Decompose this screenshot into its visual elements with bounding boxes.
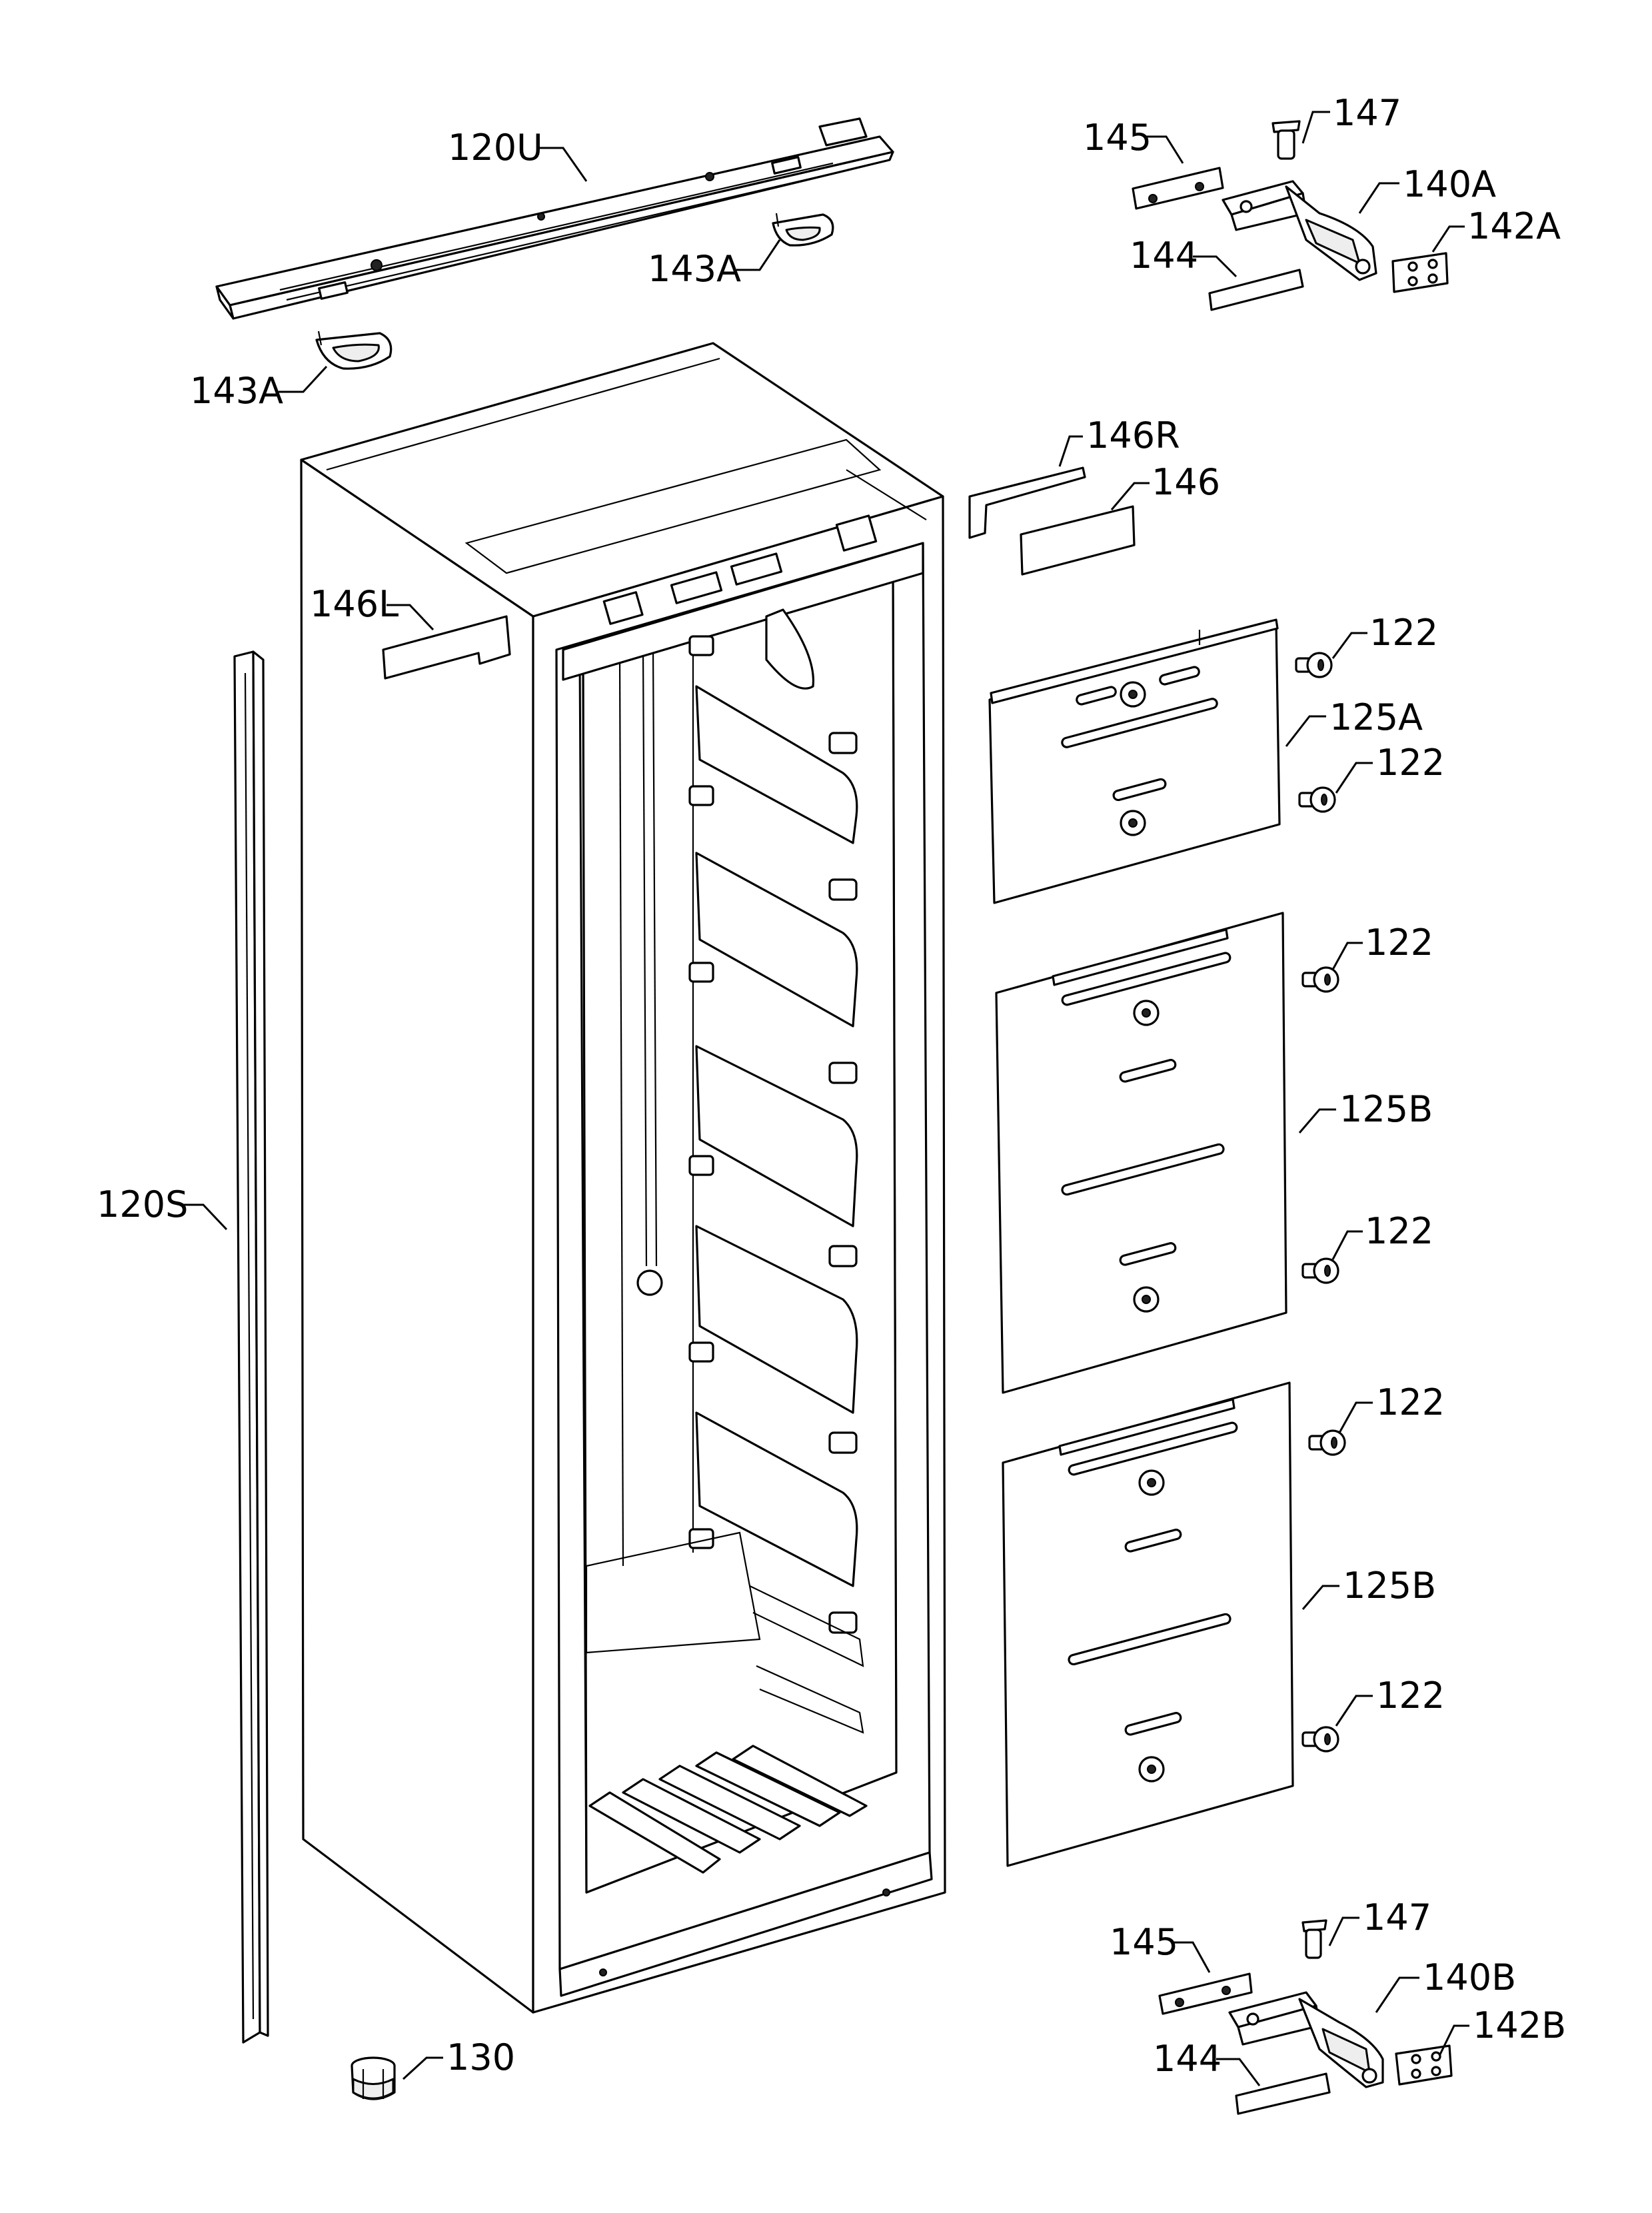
cover-146R: [968, 466, 1086, 539]
side-strip-120S: [233, 650, 269, 2044]
screw-122-f: [1301, 1726, 1339, 1753]
callout-130: 130: [446, 2036, 515, 2078]
top-rail-120U: [215, 117, 894, 320]
callout-labels: 120U 143A 143A 145 147 140A 142A 144 146…: [97, 92, 1566, 2080]
cabinet-body: [300, 342, 946, 2014]
callout-147-top: 147: [1333, 92, 1401, 134]
hinge-assembly-top: [1132, 120, 1449, 311]
callout-120S: 120S: [97, 1183, 188, 1225]
plate-142A: [1391, 252, 1449, 293]
hinge-assembly-bottom: [1158, 1919, 1453, 2115]
door-panel-125A: [988, 618, 1281, 904]
cover-146: [1020, 505, 1136, 576]
callout-143A-top: 143A: [648, 248, 741, 290]
bottom-ribs: [588, 1745, 868, 1874]
leader-lines: [180, 111, 1469, 2086]
callout-146L: 146L: [310, 583, 399, 625]
callout-147-bottom: 147: [1363, 1896, 1431, 1938]
plate-142B: [1395, 2044, 1453, 2086]
plate-145-bottom: [1158, 1972, 1253, 2015]
screw-147-top: [1271, 120, 1301, 160]
clip-143A-top: [772, 213, 834, 247]
callout-122-c: 122: [1365, 922, 1433, 964]
hinge-140B: [1228, 1991, 1384, 2088]
callout-146: 146: [1152, 461, 1220, 503]
callout-125B-upper: 125B: [1339, 1088, 1433, 1130]
callout-122-e: 122: [1376, 1381, 1445, 1423]
callout-140A: 140A: [1403, 163, 1496, 205]
callout-144-top: 144: [1130, 235, 1198, 277]
callout-142A: 142A: [1467, 205, 1561, 247]
callout-125B-lower: 125B: [1343, 1565, 1436, 1607]
screw-147-bottom: [1301, 1919, 1327, 1959]
screw-122-c: [1301, 966, 1339, 993]
callout-122-d: 122: [1365, 1210, 1433, 1252]
screw-122-e: [1308, 1429, 1346, 1456]
callout-122-f: 122: [1376, 1675, 1445, 1717]
callout-146R: 146R: [1086, 414, 1180, 456]
callout-140B: 140B: [1423, 1956, 1516, 1998]
foot-130: [351, 2056, 396, 2100]
door-shelves: [695, 608, 858, 1587]
cover-146L: [382, 615, 511, 680]
callout-143A-left: 143A: [190, 370, 283, 412]
strip-144-bottom: [1235, 2072, 1331, 2115]
screw-122-a: [1295, 652, 1333, 678]
callout-122-a: 122: [1369, 612, 1438, 654]
plate-145-top: [1132, 167, 1224, 210]
hinge-140A: [1222, 180, 1377, 281]
callout-122-b: 122: [1376, 742, 1445, 784]
callout-144-bottom: 144: [1153, 2038, 1222, 2080]
clip-143A-left: [315, 331, 393, 370]
screws-122: [1295, 652, 1346, 1753]
callout-120U: 120U: [448, 127, 543, 169]
strip-144-top: [1208, 269, 1304, 311]
callout-145-top: 145: [1083, 117, 1152, 159]
screw-122-d: [1301, 1257, 1339, 1284]
callout-145-bottom: 145: [1110, 1921, 1178, 1963]
screw-122-b: [1298, 786, 1336, 813]
callout-125A: 125A: [1329, 696, 1423, 738]
door-panel-125B-lower: [1002, 1381, 1294, 1867]
shelf-supports: [688, 635, 858, 1634]
callout-142B: 142B: [1473, 2004, 1566, 2046]
door-panel-125B-upper: [995, 912, 1287, 1394]
